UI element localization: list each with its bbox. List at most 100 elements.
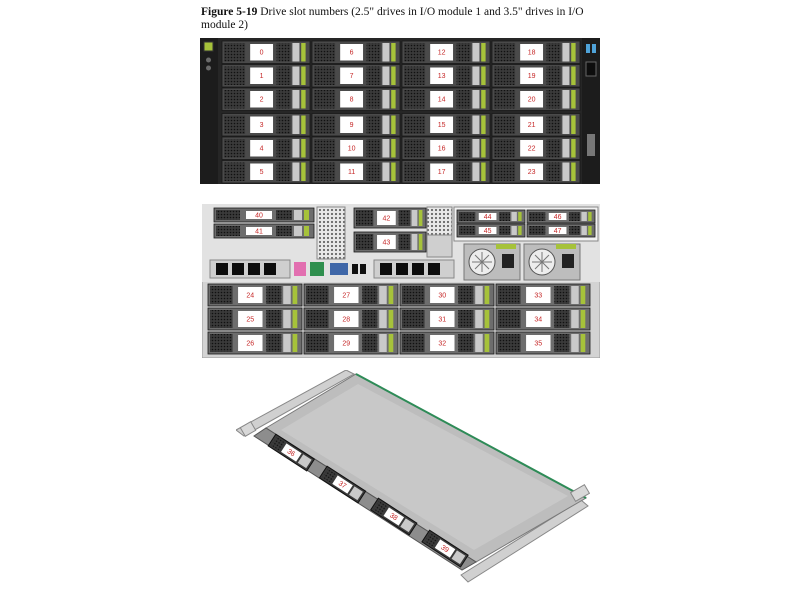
drive-tray[interactable]: 26 [208, 332, 302, 354]
drive-latch[interactable] [412, 234, 418, 250]
drive-tray[interactable]: 35 [496, 332, 590, 354]
psu-power-inlet[interactable] [562, 254, 574, 268]
drive-latch[interactable] [379, 310, 387, 328]
drive-tray[interactable]: 47 [527, 224, 595, 237]
drive-latch[interactable] [475, 286, 483, 304]
drive-latch[interactable] [571, 286, 579, 304]
power-button[interactable] [204, 42, 213, 51]
drive-tray[interactable]: 41 [214, 224, 314, 238]
drive-latch[interactable] [283, 334, 291, 352]
drive-latch[interactable] [472, 139, 479, 158]
drive-tray[interactable]: 45 [457, 224, 525, 237]
vga-port-blue[interactable] [330, 263, 348, 275]
drive-latch[interactable] [581, 212, 586, 221]
drive-tray[interactable]: 13 [402, 65, 490, 88]
drive-tray[interactable]: 12 [402, 41, 490, 64]
network-port[interactable] [396, 263, 408, 275]
network-port[interactable] [380, 263, 392, 275]
drive-tray[interactable]: 46 [527, 210, 595, 223]
drive-latch[interactable] [292, 67, 299, 86]
drive-tray[interactable]: 2 [222, 88, 310, 111]
drive-tray[interactable]: 32 [400, 332, 494, 354]
drive-tray[interactable]: 27 [304, 284, 398, 306]
drive-latch[interactable] [472, 90, 479, 109]
drive-latch[interactable] [562, 163, 569, 182]
drive-tray[interactable]: 4 [222, 137, 310, 160]
drive-tray[interactable]: 21 [492, 114, 580, 137]
drive-tray[interactable]: 10 [312, 137, 400, 160]
drive-latch[interactable] [292, 116, 299, 135]
drive-latch[interactable] [475, 310, 483, 328]
drive-latch[interactable] [472, 163, 479, 182]
drive-latch[interactable] [292, 139, 299, 158]
drive-tray[interactable]: 44 [457, 210, 525, 223]
drive-tray[interactable]: 3 [222, 114, 310, 137]
drive-latch[interactable] [379, 286, 387, 304]
drive-tray[interactable]: 20 [492, 88, 580, 111]
network-port[interactable] [232, 263, 244, 275]
drive-tray[interactable]: 31 [400, 308, 494, 330]
drive-tray[interactable]: 16 [402, 137, 490, 160]
drive-tray[interactable]: 7 [312, 65, 400, 88]
drive-latch[interactable] [472, 43, 479, 62]
drive-latch[interactable] [562, 116, 569, 135]
drive-tray[interactable]: 9 [312, 114, 400, 137]
usb-port[interactable] [586, 44, 590, 53]
drive-latch[interactable] [472, 67, 479, 86]
drive-latch[interactable] [571, 334, 579, 352]
network-port[interactable] [248, 263, 260, 275]
vga-port[interactable] [586, 62, 596, 76]
drive-latch[interactable] [292, 43, 299, 62]
drive-tray[interactable]: 0 [222, 41, 310, 64]
drive-tray[interactable]: 40 [214, 208, 314, 222]
network-port[interactable] [412, 263, 424, 275]
usb-port[interactable] [352, 264, 358, 274]
network-port[interactable] [428, 263, 440, 275]
drive-latch[interactable] [382, 116, 389, 135]
drive-tray[interactable]: 11 [312, 161, 400, 184]
drive-tray[interactable]: 17 [402, 161, 490, 184]
drive-latch[interactable] [472, 116, 479, 135]
drive-tray[interactable]: 6 [312, 41, 400, 64]
drive-latch[interactable] [562, 90, 569, 109]
drive-tray[interactable]: 33 [496, 284, 590, 306]
network-port[interactable] [264, 263, 276, 275]
drive-tray[interactable]: 15 [402, 114, 490, 137]
drive-latch[interactable] [562, 43, 569, 62]
drive-latch[interactable] [294, 226, 302, 236]
drive-latch[interactable] [283, 310, 291, 328]
drive-latch[interactable] [382, 43, 389, 62]
psu-handle[interactable] [556, 244, 576, 249]
drive-latch[interactable] [292, 163, 299, 182]
drive-latch[interactable] [382, 67, 389, 86]
psu-handle[interactable] [496, 244, 516, 249]
drive-tray[interactable]: 34 [496, 308, 590, 330]
usb-port[interactable] [592, 44, 596, 53]
drive-latch[interactable] [511, 226, 516, 235]
drive-latch[interactable] [562, 67, 569, 86]
drive-latch[interactable] [382, 90, 389, 109]
drive-latch[interactable] [511, 212, 516, 221]
drive-tray[interactable]: 5 [222, 161, 310, 184]
network-port[interactable] [216, 263, 228, 275]
drive-latch[interactable] [571, 310, 579, 328]
drive-latch[interactable] [292, 90, 299, 109]
drive-tray[interactable]: 14 [402, 88, 490, 111]
drive-tray[interactable]: 23 [492, 161, 580, 184]
psu-power-inlet[interactable] [502, 254, 514, 268]
drive-latch[interactable] [283, 286, 291, 304]
drive-tray[interactable]: 8 [312, 88, 400, 111]
drive-latch[interactable] [562, 139, 569, 158]
drive-latch[interactable] [581, 226, 586, 235]
drive-latch[interactable] [382, 139, 389, 158]
drive-latch[interactable] [412, 210, 418, 226]
drive-latch[interactable] [294, 210, 302, 220]
drive-tray[interactable]: 42 [354, 208, 426, 228]
drive-latch[interactable] [379, 334, 387, 352]
drive-tray[interactable]: 18 [492, 41, 580, 64]
ethernet-port-green[interactable] [310, 262, 324, 276]
usb-port[interactable] [360, 264, 366, 274]
drive-latch[interactable] [475, 334, 483, 352]
drive-tray[interactable]: 1 [222, 65, 310, 88]
drive-tray[interactable]: 19 [492, 65, 580, 88]
